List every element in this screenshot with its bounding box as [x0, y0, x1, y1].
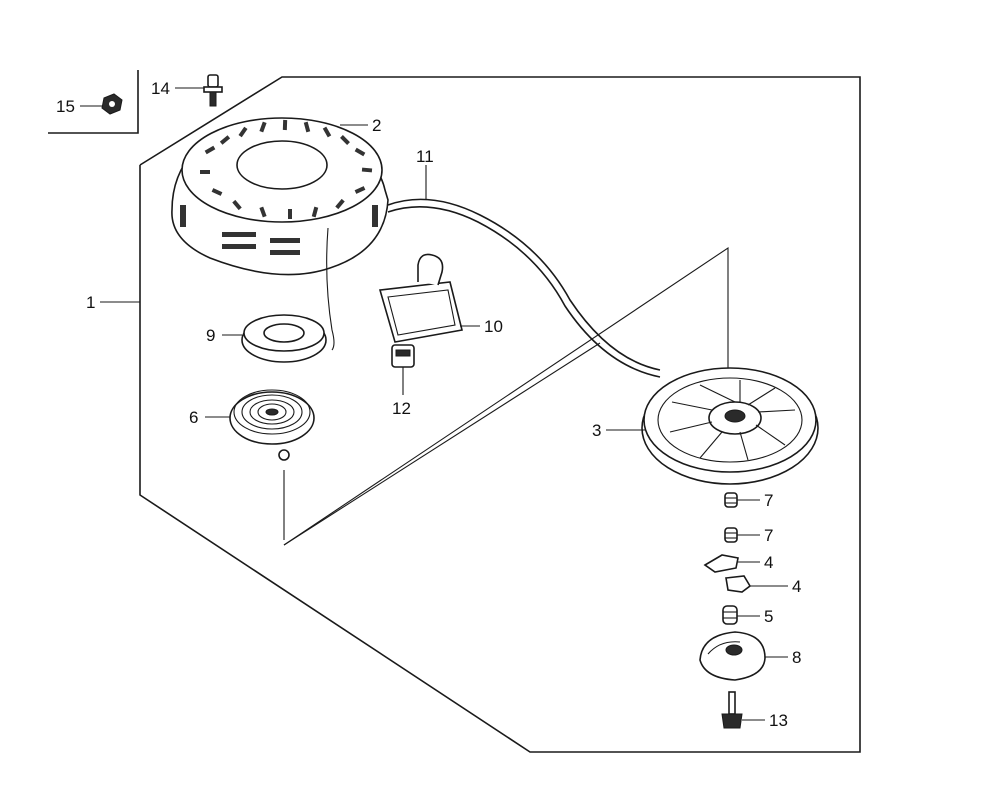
leader-lines — [283, 246, 729, 546]
reel-spokes — [669, 380, 796, 461]
friction-spring — [722, 605, 738, 625]
case-vent-slots — [180, 119, 378, 255]
ratchet-spring-upper — [724, 492, 738, 508]
callout-10: 10 — [484, 317, 503, 336]
callout-1: 1 — [86, 293, 95, 312]
ratchet-upper — [703, 554, 739, 573]
starter-case — [171, 117, 389, 351]
flange-bolt — [203, 74, 223, 107]
callout-11: 11 — [416, 147, 434, 166]
callout-5: 5 — [764, 607, 773, 626]
callout-3: 3 — [592, 421, 601, 440]
callout-8: 8 — [792, 648, 801, 667]
callout-7-upper: 7 — [764, 491, 773, 510]
callout-15: 15 — [56, 97, 75, 116]
callout-9: 9 — [206, 326, 215, 345]
flange-nut — [101, 93, 123, 115]
callout-14: 14 — [151, 79, 170, 98]
callout-leaders — [80, 87, 788, 721]
ratchet-lower — [725, 575, 752, 593]
ratchet-spring-lower — [724, 527, 738, 543]
callout-7-lower: 7 — [764, 526, 773, 545]
center-bolt — [721, 691, 743, 729]
recoil-spring — [229, 389, 315, 461]
reel — [641, 367, 819, 485]
starter-grip — [378, 253, 463, 343]
callout-6: 6 — [189, 408, 198, 427]
assembly-outline — [139, 76, 861, 753]
spring-cover — [241, 314, 327, 363]
grip-insert — [391, 344, 415, 368]
callout-2: 2 — [372, 116, 381, 135]
callout-13: 13 — [769, 711, 788, 730]
friction-plate — [699, 631, 766, 681]
callout-4-upper: 4 — [764, 553, 773, 572]
callout-4-lower: 4 — [792, 577, 801, 596]
callout-labels: 1 2 3 7 7 4 4 5 8 13 9 6 10 11 12 14 15 — [56, 79, 801, 730]
starter-rope — [387, 198, 661, 378]
callout-12: 12 — [392, 399, 411, 418]
hardware-bracket — [48, 70, 139, 134]
